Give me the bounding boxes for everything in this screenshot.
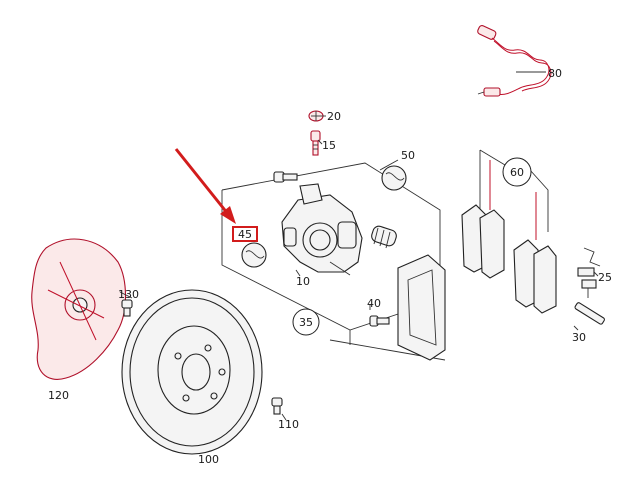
callout-15[interactable]: 15 [322,139,336,152]
wear-sensor-part [477,25,552,97]
callout-30[interactable]: 30 [572,331,586,344]
callout-40[interactable]: 40 [367,297,381,310]
brake-pad-set-lower [513,239,557,314]
callout-130[interactable]: 130 [118,288,139,301]
callout-label: 60 [510,166,524,179]
pad-retaining-pin [574,302,605,325]
callout-label: 35 [299,316,313,329]
caliper-spring-clip-lower [241,242,267,268]
carrier-bolt [369,315,390,327]
brake-splash-shield [31,238,126,380]
brake-caliper-part [281,183,363,276]
pad-spring-clips [577,247,601,298]
callout-80[interactable]: 80 [548,67,562,80]
disc-retaining-screw [271,397,283,415]
callout-25[interactable]: 25 [598,271,612,284]
caliper-guide-pin [371,225,397,249]
bleeder-screw-part [310,130,321,156]
red-pointer-arrow [174,148,236,224]
callout-50[interactable]: 50 [401,149,415,162]
caliper-bolt-upper [273,171,298,183]
brake-pad-set-upper [461,204,505,279]
shield-bolt [121,299,133,317]
callout-label: 45 [238,228,252,241]
callout-45-highlighted[interactable]: 45 [232,226,258,242]
caliper-spring-clip-upper [381,165,407,191]
callout-20[interactable]: 20 [327,110,341,123]
brake-disc-part [121,289,263,455]
caliper-carrier-bracket [397,254,446,361]
callout-60[interactable]: 60 [502,157,532,187]
callout-110[interactable]: 110 [278,418,299,431]
callout-100[interactable]: 100 [198,453,219,466]
leader-lines [119,71,599,421]
callout-10[interactable]: 10 [296,275,310,288]
callout-35[interactable]: 35 [292,308,320,336]
bleeder-cap-part [308,110,324,122]
callout-120[interactable]: 120 [48,389,69,402]
